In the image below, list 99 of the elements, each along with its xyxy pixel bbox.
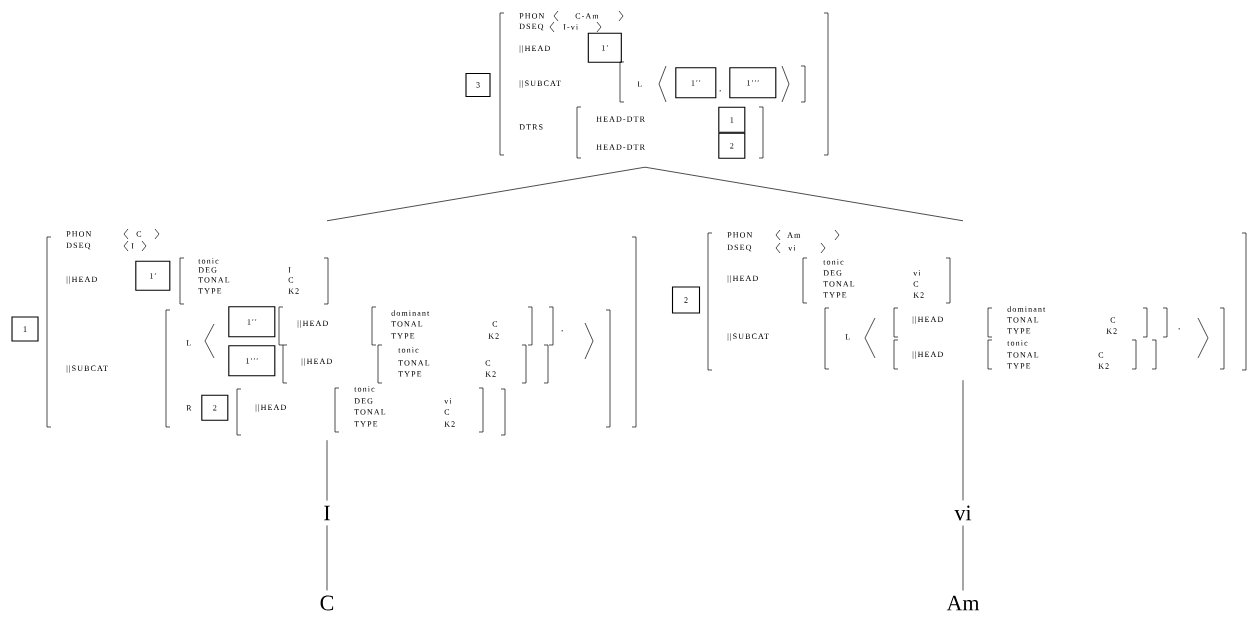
tree-leaf: C [320,595,334,611]
feature-name: PHON [727,232,753,238]
feature-name: TONAL [823,281,855,287]
tree-branch [962,525,964,591]
tree-branch [326,166,646,222]
tag-box: 3 [465,72,491,98]
feature-value: C [913,281,919,287]
feature-matrix [499,10,829,159]
feature-name: HEAD-DTR [596,144,645,150]
feature-value: Am [787,232,801,238]
feature-value: K2 [488,333,499,339]
feature-value: K2 [1106,328,1117,334]
feature-name: DEG [354,398,373,404]
feature-value: I [131,243,134,249]
feature-value: K2 [1098,363,1109,369]
feature-name: TONAL [398,360,430,366]
feature-value: K2 [485,371,496,377]
feature-value: C [492,321,498,327]
feature-name: TYPE [391,333,415,339]
tag-box: 1 [718,106,746,133]
feature-matrix [46,228,637,436]
tag-box: 2 [718,132,746,159]
feature-value: C [288,277,294,283]
feature-name: ||HEAD [912,351,943,359]
type-label: tonic [354,386,375,392]
feature-name: DTRS [519,124,543,130]
feature-name: TONAL [1007,317,1039,323]
feature-value: C [1110,317,1116,323]
feature-value: I-vi [563,24,578,30]
type-label: dominant [1007,306,1046,312]
tag-box: 1′′′ [228,345,276,377]
feature-name: TONAL [391,321,423,327]
feature-value: C [444,409,450,415]
feature-name: PHON [519,13,545,19]
feature-name: L [186,340,191,346]
feature-name: ||HEAD [912,316,943,324]
feature-name: DEG [198,267,217,273]
feature-name: ||HEAD [255,404,286,412]
tag-box: 1′′′ [729,67,777,99]
feature-name: ||HEAD [727,275,758,283]
tag-box: 2 [201,394,229,421]
feature-name: ||SUBCAT [519,80,561,88]
feature-name: L [845,334,850,340]
feature-name: TONAL [198,277,230,283]
feature-name: ||HEAD [66,276,97,284]
tag-box: 1′′ [675,67,717,99]
feature-value: vi [913,270,921,276]
feature-value: C [485,360,491,366]
feature-name: R [186,405,192,411]
feature-value: vi [444,398,452,404]
feature-value: K2 [913,292,924,298]
feature-name: ||SUBCAT [66,365,108,373]
feature-name: TYPE [354,421,378,427]
feature-name: L [637,81,642,87]
tag-box: 2 [671,286,701,314]
feature-value: K2 [288,288,299,294]
feature-matrix [707,229,1247,371]
feature-name: DSEQ [727,244,752,252]
feature-name: HEAD-DTR [596,116,645,122]
tag-box: 1′ [135,260,171,291]
feature-name: DEG [823,270,842,276]
feature-name: TONAL [354,409,386,415]
feature-name: TYPE [198,288,222,294]
comma: , [561,329,563,332]
feature-name: TYPE [398,371,422,377]
tag-box: 1 [11,316,39,342]
tree-branch [326,525,328,591]
feature-name: DSEQ [519,23,544,31]
type-label: tonic [198,258,219,264]
type-label: dominant [391,310,430,316]
feature-value: C [1098,352,1104,358]
type-label: tonic [1007,340,1028,346]
feature-name: TYPE [1007,328,1031,334]
feature-name: PHON [66,231,92,237]
feature-name: TYPE [1007,363,1031,369]
feature-name: TYPE [823,292,847,298]
feature-name: ||SUBCAT [727,333,769,341]
comma: , [1178,327,1180,330]
feature-name: ||HEAD [301,358,332,366]
tree-branch [644,166,964,222]
tree-branch [962,379,964,501]
feature-name: TONAL [1007,352,1039,358]
tag-box: 1′′ [228,306,276,338]
feature-value: C-Am [575,13,599,19]
tree-leaf: vi [954,505,972,521]
tree-leaf: I [324,505,330,521]
feature-value: K2 [444,421,455,427]
feature-name: ||HEAD [519,45,550,53]
feature-name: DSEQ [66,242,91,250]
type-label: tonic [823,259,844,265]
feature-value: I [288,267,291,273]
feature-value: C [136,231,142,237]
type-label: tonic [398,347,419,353]
comma: , [719,89,721,92]
feature-value: vi [788,245,796,251]
tree-branch [326,439,328,501]
tree-leaf: Am [946,595,980,611]
feature-name: ||HEAD [297,320,328,328]
tag-box: 1′ [587,32,622,63]
